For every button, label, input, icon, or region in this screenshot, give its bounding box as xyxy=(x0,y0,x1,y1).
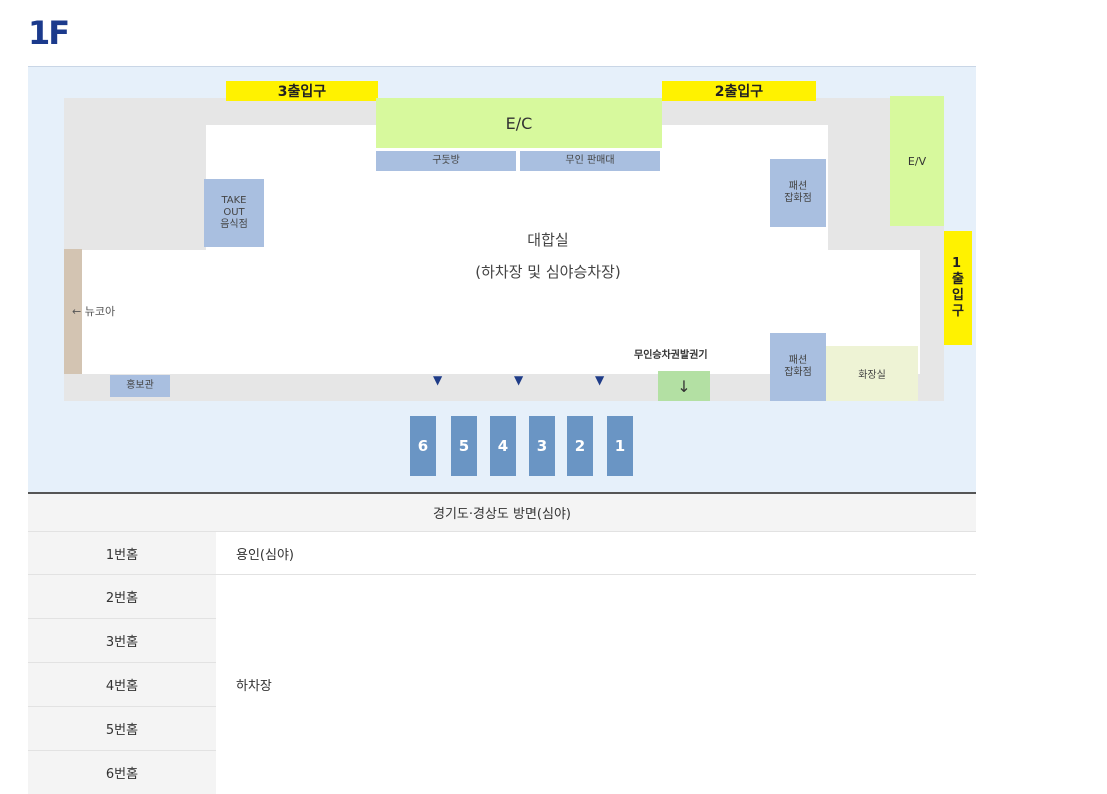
platform-arrow-icon: ▼ xyxy=(514,373,523,387)
table-header: 경기도·경상도 방면(심야) xyxy=(28,493,976,532)
platform-1[interactable]: 1 xyxy=(607,416,633,476)
fashion-shop-bottom[interactable]: 패션 잡화점 xyxy=(770,333,826,401)
platform-4[interactable]: 4 xyxy=(490,416,516,476)
newcore-label[interactable]: ← 뉴코아 xyxy=(72,303,115,319)
takeout-restaurant[interactable]: TAKE OUT 음식점 xyxy=(204,179,264,247)
platform-6[interactable]: 6 xyxy=(410,416,436,476)
platform-table-wrap: 경기도·경상도 방면(심야) 1번홈 용인(심야) 2번홈 하차장 3번홈 4번… xyxy=(28,492,976,794)
table-row: 2번홈 하차장 xyxy=(28,575,976,619)
elevator[interactable]: E/V xyxy=(890,96,944,226)
pr-center[interactable]: 홍보관 xyxy=(110,375,170,397)
fashion-shop-top[interactable]: 패션 잡화점 xyxy=(770,159,826,227)
waiting-room-subtitle: (하차장 및 심야승차장) xyxy=(408,261,688,282)
platform-arrow-icon: ▼ xyxy=(595,373,604,387)
platform-number: 4번홈 xyxy=(28,663,216,707)
platform-table: 경기도·경상도 방면(심야) 1번홈 용인(심야) 2번홈 하차장 3번홈 4번… xyxy=(28,492,976,794)
table-header-row: 경기도·경상도 방면(심야) xyxy=(28,493,976,532)
escalator[interactable]: E/C xyxy=(376,98,662,148)
platform-arrow-icon: ▼ xyxy=(433,373,442,387)
restroom[interactable]: 화장실 xyxy=(826,346,918,401)
exit-2[interactable]: 2출입구 xyxy=(662,81,816,101)
platform-number: 5번홈 xyxy=(28,707,216,751)
vending-stand[interactable]: 무인 판매대 xyxy=(520,151,660,171)
platform-number: 3번홈 xyxy=(28,619,216,663)
table-row: 1번홈 용인(심야) xyxy=(28,532,976,575)
platform-3[interactable]: 3 xyxy=(529,416,555,476)
platform-number: 1번홈 xyxy=(28,532,216,575)
platform-destination: 하차장 xyxy=(216,575,976,794)
platform-number: 6번홈 xyxy=(28,751,216,794)
platform-5[interactable]: 5 xyxy=(451,416,477,476)
ticket-machine[interactable]: ↓ xyxy=(658,371,710,401)
shoe-repair-shop[interactable]: 구둣방 xyxy=(376,151,516,171)
floor-title: 1F xyxy=(28,14,68,52)
ticket-machine-label: 무인승차권발권기 xyxy=(634,346,708,361)
platform-number: 2번홈 xyxy=(28,575,216,619)
platform-destination: 용인(심야) xyxy=(216,532,976,575)
lower-wall-right xyxy=(710,374,772,401)
platform-2[interactable]: 2 xyxy=(567,416,593,476)
exit-3[interactable]: 3출입구 xyxy=(226,81,378,101)
waiting-room-title: 대합실 xyxy=(408,229,688,250)
exit-1[interactable]: 1 출 입 구 xyxy=(944,231,972,345)
floor-map: ← 뉴코아 3출입구 2출입구 1 출 입 구 E/C E/V 구둣방 무인 판… xyxy=(28,66,976,492)
